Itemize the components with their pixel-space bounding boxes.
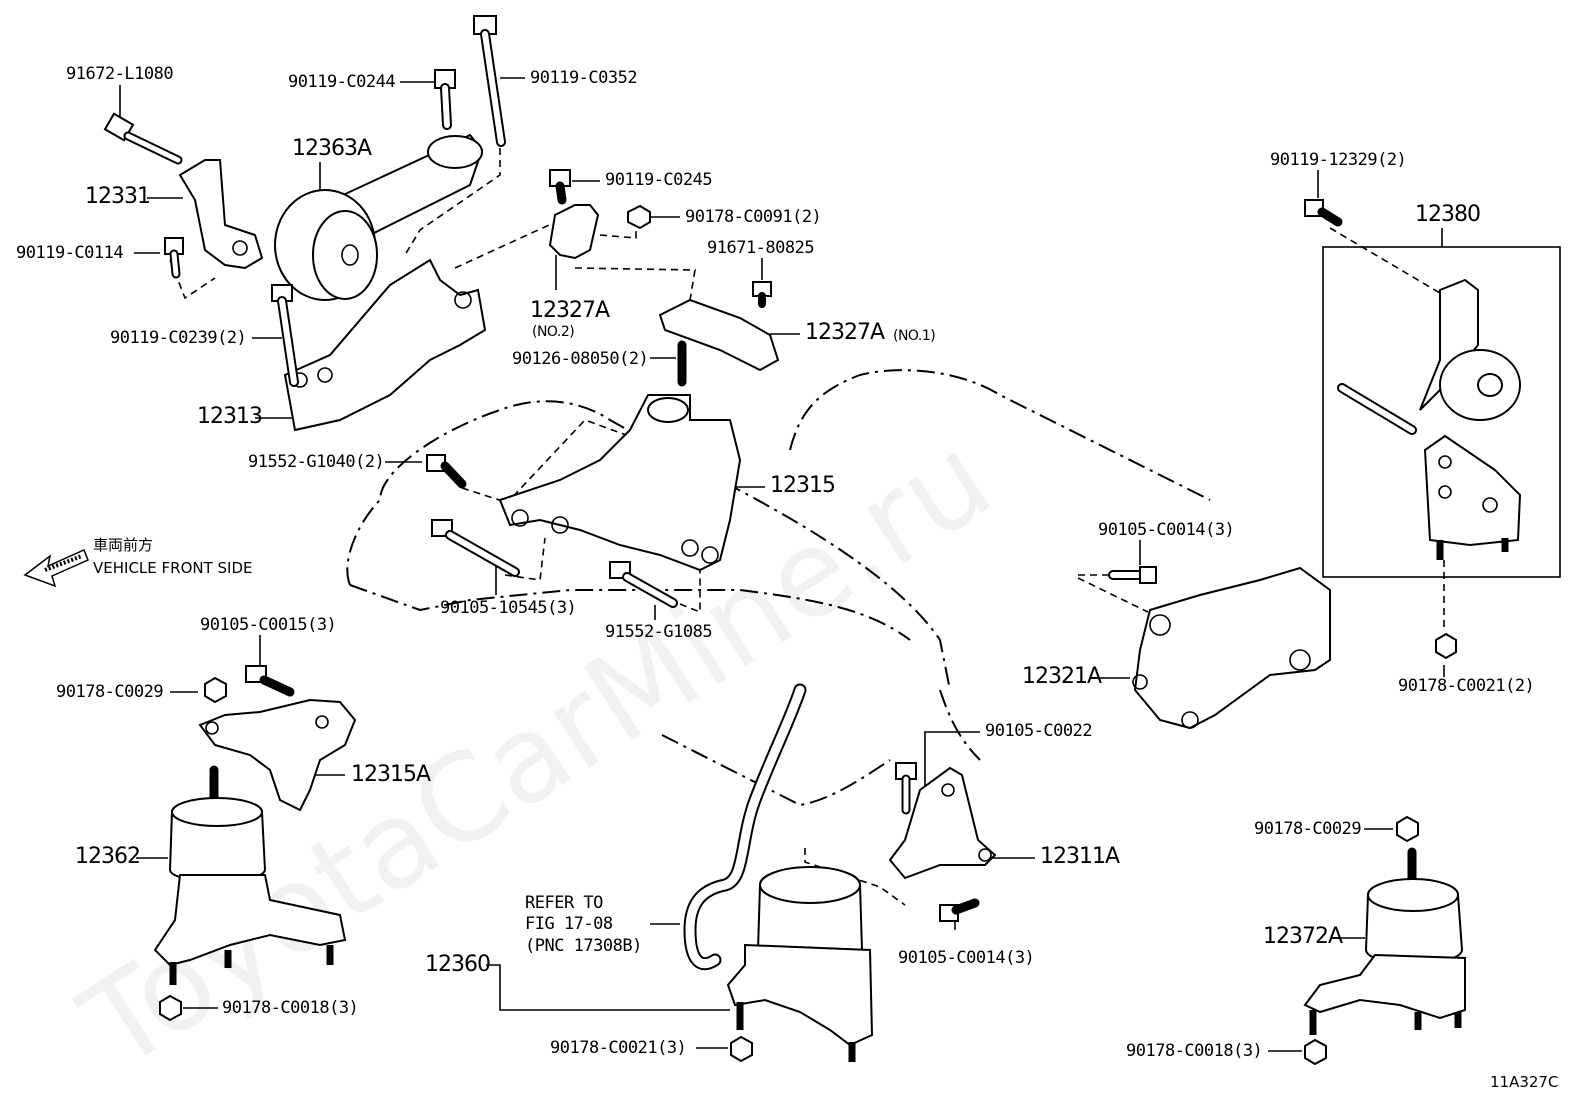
part-12372a (1303, 847, 1466, 1035)
nut-90178-c0091 (627, 204, 651, 230)
label-12372a: 12372A (1263, 924, 1343, 949)
bolt-90119-c0245 (549, 169, 571, 205)
label-12362: 12362 (75, 844, 141, 869)
nut-90178-c0029-right (1396, 815, 1419, 843)
nut-90178-c0018-left (159, 994, 182, 1022)
nut-90178-c0018-right (1304, 1038, 1327, 1066)
label-90119-c0352: 90119-C0352 (530, 68, 638, 88)
bolt-90105-c0015 (245, 665, 295, 697)
label-90178-c0029-left: 90178-C0029 (56, 682, 164, 702)
bolt-90119-c0352 (473, 15, 506, 147)
bolt-91552-g1040 (426, 454, 467, 489)
label-12380: 12380 (1415, 202, 1481, 227)
part-12331 (178, 159, 264, 270)
label-90178-c0021-3: 90178-C0021(3) (550, 1038, 687, 1058)
nut-90178-c0021-3 (730, 1035, 753, 1063)
diagram-code: 11A327C (1490, 1073, 1559, 1091)
label-12360: 12360 (425, 952, 491, 977)
bolt-90119-c0244 (434, 69, 456, 130)
label-91552-g1040-2: 91552-G1040(2) (248, 452, 385, 472)
part-12321a (1132, 566, 1331, 730)
direction-label-en: VEHICLE FRONT SIDE (93, 559, 253, 577)
bolt-90105-c0022 (895, 762, 917, 815)
label-refer-to: REFER TO (525, 893, 603, 913)
label-90119-12329-2: 90119-12329(2) (1270, 150, 1407, 170)
label-12313: 12313 (197, 404, 263, 429)
bolt-90119-c0239 (271, 284, 299, 387)
bolt-90119-12329 (1304, 199, 1343, 227)
bolt-91552-g1085 (609, 561, 678, 608)
bolt-91672-l1080 (103, 112, 183, 165)
bolt-90105-c0014-right (1108, 566, 1157, 584)
label-12331: 12331 (85, 184, 151, 209)
bolt-91671-80825 (752, 281, 772, 308)
part-12315a (198, 698, 357, 812)
label-no2: (NO.2) (532, 324, 575, 340)
label-no1: (NO.1) (893, 328, 936, 344)
label-12363a: 12363A (292, 136, 372, 161)
label-90105-c0022: 90105-C0022 (985, 721, 1093, 741)
label-90178-c0021-2: 90178-C0021(2) (1398, 676, 1535, 696)
label-90178-c0018-3-left: 90178-C0018(3) (222, 998, 359, 1018)
label-90119-c0114: 90119-C0114 (16, 243, 124, 263)
front-arrow-icon (23, 548, 89, 588)
label-90126-08050-2: 90126-08050(2) (512, 349, 649, 369)
label-12315a: 12315A (351, 762, 431, 787)
label-90119-c0244: 90119-C0244 (288, 72, 396, 92)
label-90119-c0245: 90119-C0245 (605, 170, 713, 190)
label-fig-17-08: FIG 17-08 (525, 914, 613, 934)
label-90178-c0029-right: 90178-C0029 (1254, 819, 1362, 839)
bolt-90119-c0114 (164, 237, 184, 279)
part-12362 (153, 765, 347, 985)
label-90105-c0015-3: 90105-C0015(3) (200, 615, 337, 635)
part-12315 (498, 394, 742, 572)
part-12327a-no1 (658, 298, 780, 372)
nut-90178-c0029-left (204, 676, 227, 704)
label-90119-c0239-2: 90119-C0239(2) (110, 328, 247, 348)
part-12311a (888, 766, 997, 880)
nut-90178-c0021-2 (1435, 632, 1457, 660)
label-12327a-no1: 12327A (805, 320, 885, 345)
label-91672-l1080: 91672-L1080 (66, 64, 174, 84)
leader-lines (119, 77, 1445, 1052)
direction-label-jp: 車両前方 (93, 536, 154, 554)
part-12380 (1337, 278, 1522, 560)
label-12311a: 12311A (1040, 844, 1120, 869)
part-12363a (274, 133, 484, 301)
label-91552-g1085: 91552-G1085 (605, 622, 713, 642)
part-12327a-no2 (548, 204, 600, 260)
label-90105-10545-3: 90105-10545(3) (440, 598, 577, 618)
label-pnc-17308b: (PNC 17308B) (525, 936, 642, 956)
label-90178-c0018-3-right: 90178-C0018(3) (1126, 1041, 1263, 1061)
part-12313 (283, 258, 487, 432)
label-90105-c0014-3-bottom: 90105-C0014(3) (898, 948, 1035, 968)
part-12360 (726, 866, 874, 1062)
label-90105-c0014-3-right: 90105-C0014(3) (1098, 520, 1235, 540)
label-12315: 12315 (770, 473, 836, 498)
label-90178-c0091-2: 90178-C0091(2) (685, 207, 822, 227)
bolt-90105-10545 (431, 519, 520, 577)
bolt-90105-c0014-bottom (939, 898, 980, 922)
label-91671-80825: 91671-80825 (707, 238, 815, 258)
label-12327a-no2: 12327A (530, 298, 610, 323)
label-12321a: 12321A (1022, 664, 1102, 689)
